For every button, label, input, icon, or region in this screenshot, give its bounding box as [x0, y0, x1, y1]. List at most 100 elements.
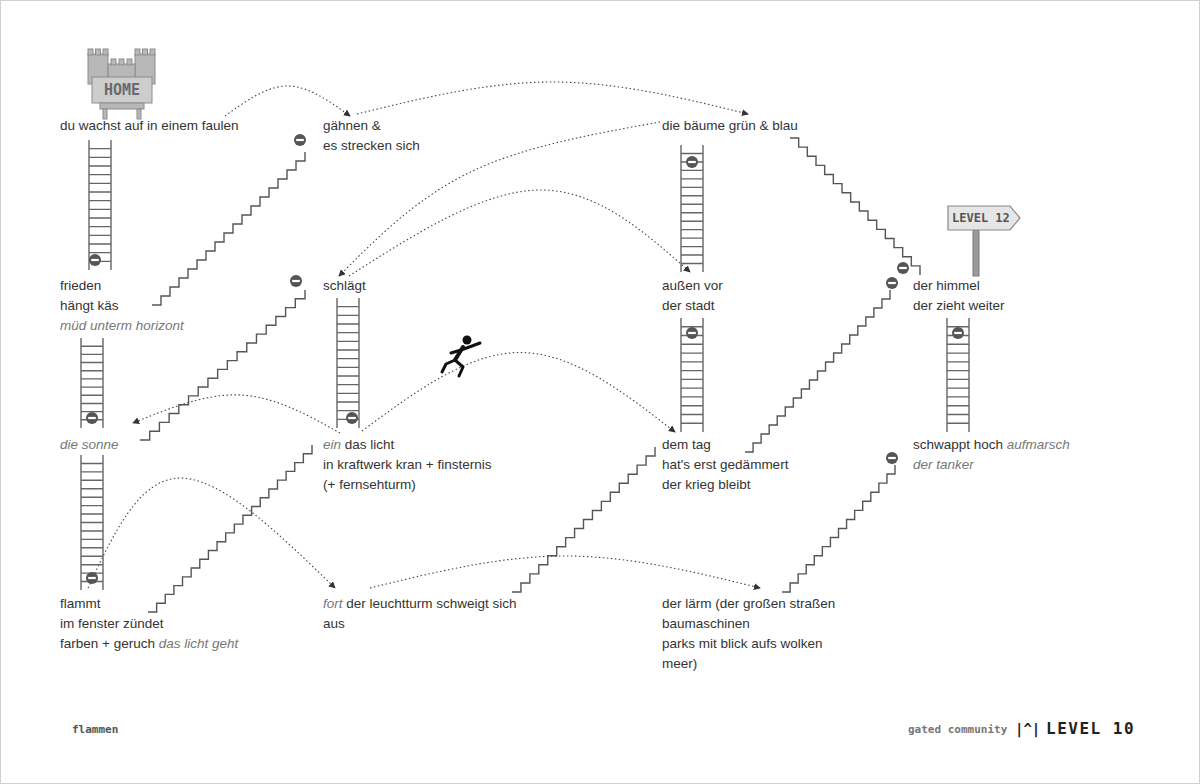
home-castle [88, 49, 155, 119]
text-line: du wachst auf in einem faulen [60, 116, 239, 136]
stair-connector [152, 152, 305, 305]
sign-disc [686, 327, 698, 339]
castle-base [100, 103, 144, 109]
sign-bar [688, 161, 696, 163]
dotted-arrow [349, 190, 690, 276]
ladder-connector [81, 338, 103, 428]
text-line: baumaschinen [662, 614, 835, 634]
text-line: dem tag [662, 435, 788, 455]
sign-bar [88, 577, 96, 579]
text-line: hängt käs [60, 296, 184, 316]
poem-block: schwappt hochaufmarschder tanker [913, 435, 1070, 475]
no-entry-sign [886, 277, 898, 289]
poem-line: im fenster zündet [60, 616, 164, 631]
sign-bar [954, 332, 962, 334]
text-line: hat's erst gedämmert [662, 455, 788, 475]
text-line: müd unterm horizont [60, 316, 184, 336]
poem-block: der himmelder zieht weiter [913, 276, 1005, 316]
dotted-arrow [370, 556, 760, 588]
castle-board [92, 77, 152, 103]
text-line: fortder leuchtturm schweigt sich [323, 594, 517, 614]
text-line: im fenster zündet [60, 614, 238, 634]
sign-disc [952, 327, 964, 339]
poem-line: hat's erst gedämmert [662, 457, 788, 472]
poem-line: außen vor [662, 278, 723, 293]
poem-line: aus [323, 616, 345, 631]
poem-line: flammt [60, 596, 101, 611]
castle-post [137, 109, 141, 119]
castle-crenel [88, 49, 93, 55]
sign-bar [888, 457, 896, 459]
ladder-connector [81, 455, 103, 590]
text-line: meer) [662, 654, 835, 674]
stair-connector [782, 465, 895, 592]
poem-block: flammt im fenster zündet farben + geruchda… [60, 594, 238, 654]
runner-arm [461, 343, 480, 350]
poem-block: der lärm (der großen straßenbaumaschinen… [662, 594, 835, 674]
level-name: gated community [908, 720, 1007, 740]
level-number: LEVEL 10 [1046, 719, 1135, 739]
sign-disc [86, 412, 98, 424]
poem-line: der zieht weiter [913, 298, 1005, 313]
poem-line: gähnen & [323, 118, 381, 133]
text-line: aus [323, 614, 517, 634]
castle-crenel [135, 49, 140, 55]
text-line: eindas licht [323, 435, 491, 455]
castle-crenel [127, 59, 132, 65]
home-sign-text: HOME [92, 80, 152, 100]
text-line: schlägt [323, 276, 366, 296]
castle-crenel [143, 49, 148, 55]
no-entry-sign [886, 452, 898, 464]
poem-line: müd unterm horizont [60, 318, 184, 333]
dotted-arrow [88, 478, 335, 588]
no-entry-sign [897, 262, 909, 274]
dotted-arrow [133, 395, 340, 433]
poem-line: meer) [662, 656, 697, 671]
text-line: gähnen & [323, 116, 420, 136]
sign-disc [294, 134, 306, 146]
castle-crenel [111, 59, 116, 65]
text-line: die sonne [60, 435, 119, 455]
text-line: schwappt hoch aufmarsch [913, 435, 1070, 455]
no-entry-sign [686, 327, 698, 339]
poem-block: außen vorder stadt [662, 276, 723, 316]
poem-block: fortder leuchtturm schweigt sich aus [323, 594, 517, 634]
sign-bar [688, 332, 696, 334]
poem-line: aufmarsch [1007, 437, 1070, 452]
sign-disc [346, 412, 358, 424]
runner-leg [442, 360, 455, 372]
sign-bar [888, 282, 896, 284]
no-entry-sign [952, 327, 964, 339]
castle-crenel [119, 59, 124, 65]
poem-line: schwappt hoch [913, 437, 1003, 452]
sign-bar [348, 417, 356, 419]
text-line: es strecken sich [323, 136, 420, 156]
poem-line: baumaschinen [662, 616, 750, 631]
dotted-arrow [357, 82, 748, 114]
text-line: der zieht weiter [913, 296, 1005, 316]
poem-block: schlägt [323, 276, 366, 296]
poem-line: schlägt [323, 278, 366, 293]
text-line: farben + geruchdas licht geht [60, 634, 238, 654]
poem-block: die sonne [60, 435, 119, 455]
castle-post [103, 109, 107, 119]
ladder-connector [337, 298, 359, 428]
sign-board [948, 206, 1020, 230]
ladder-connector [681, 318, 703, 432]
sign-bar [88, 417, 96, 419]
poem-line: dem tag [662, 437, 711, 452]
stair-connector [148, 445, 312, 612]
no-entry-sign [686, 156, 698, 168]
ladder-connector [681, 145, 703, 272]
no-entry-sign [86, 572, 98, 584]
sign-disc [897, 262, 909, 274]
text-line: außen vor [662, 276, 723, 296]
poem-block: die bäume grün & blau [662, 116, 798, 136]
text-line: parks mit blick aufs wolken [662, 634, 835, 654]
stair-connector [745, 290, 890, 452]
sign-disc [89, 254, 101, 266]
sign-disc [686, 156, 698, 168]
